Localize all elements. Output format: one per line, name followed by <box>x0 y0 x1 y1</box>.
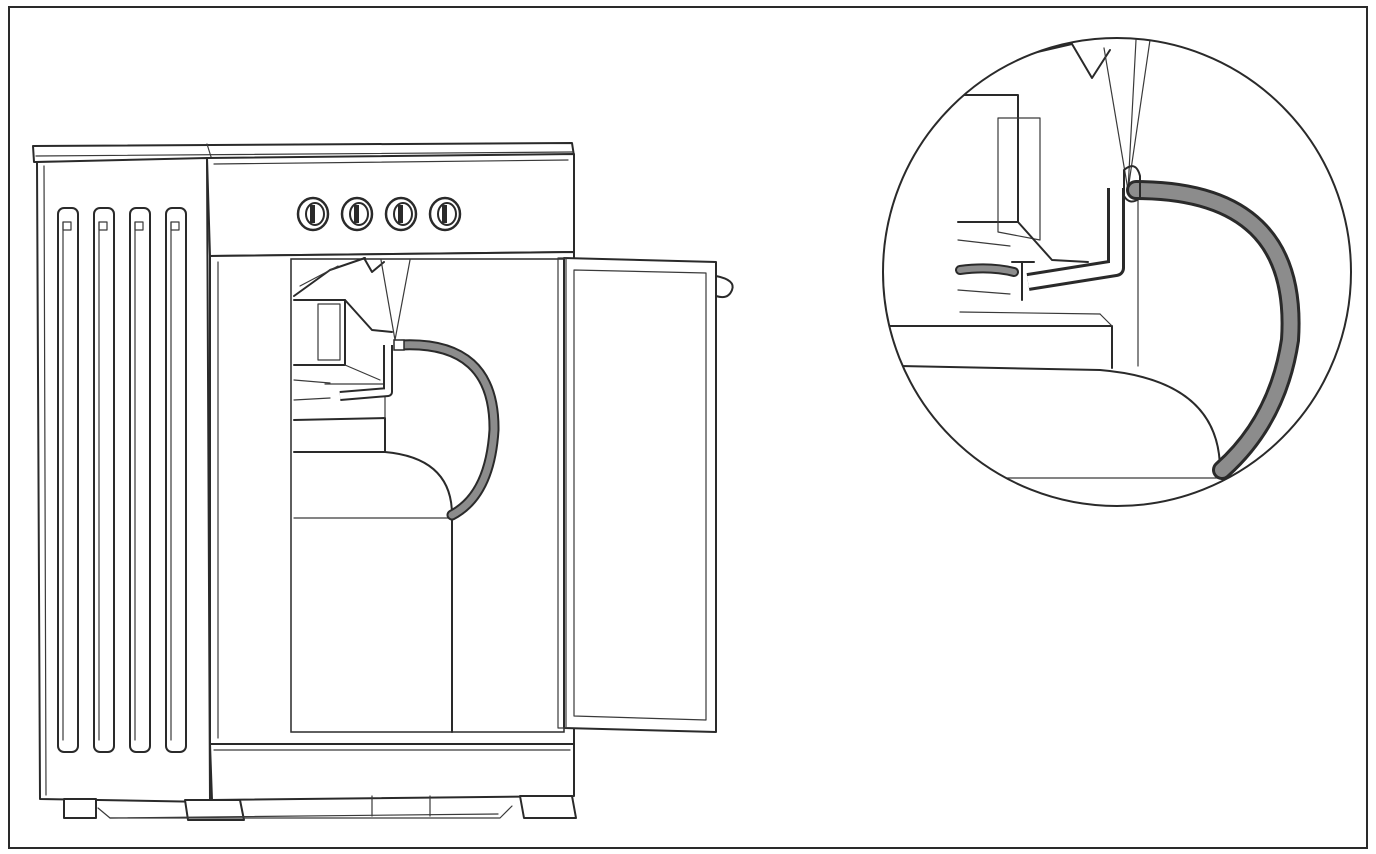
control-knob-icon <box>296 196 330 232</box>
control-knob-icon <box>384 196 418 232</box>
interior-fittings <box>293 257 411 401</box>
control-panel <box>206 153 575 257</box>
vent-slot <box>57 207 79 753</box>
magnified-content <box>889 39 1301 480</box>
magnifier-ring <box>882 37 1352 507</box>
magnified-clamp <box>1123 165 1141 203</box>
hose-clamp <box>393 339 405 351</box>
control-knob-icon <box>340 196 374 232</box>
vent-slot <box>165 207 187 753</box>
vent-slot <box>93 207 115 753</box>
cooker-base <box>63 743 577 821</box>
control-knobs <box>296 196 462 232</box>
figure-frame <box>8 6 1368 849</box>
cabinet-door <box>557 257 734 733</box>
gas-hose <box>339 339 500 521</box>
side-panel <box>36 157 211 803</box>
control-knob-icon <box>428 196 462 232</box>
magnified-detail <box>882 37 1352 507</box>
vent-slot <box>129 207 151 753</box>
side-vents <box>57 207 187 753</box>
cooker <box>32 142 734 821</box>
door-handle <box>715 275 734 299</box>
cabinet-opening <box>290 258 565 733</box>
